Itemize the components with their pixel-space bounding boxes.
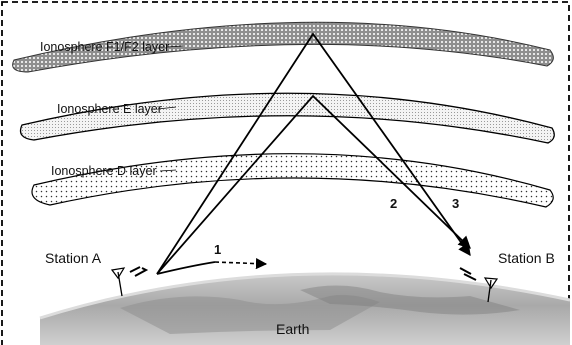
- station-b-label: Station B: [498, 250, 555, 266]
- station-a-signal-icon: [129, 266, 149, 277]
- station-a-label: Station A: [45, 250, 102, 266]
- path-2-label: 2: [390, 196, 397, 211]
- f-layer-leader-line: [166, 45, 184, 48]
- signal-path-2: [156, 94, 471, 275]
- f-layer-label: Ionosphere F1/F2 layer: [40, 40, 169, 54]
- e-layer-label: Ionosphere E layer: [57, 102, 162, 116]
- earth-label: Earth: [276, 321, 309, 337]
- path-3-label: 3: [452, 196, 459, 211]
- path-1-label: 1: [214, 242, 221, 257]
- station-b-signal-icon: [459, 267, 477, 281]
- station-b-antenna-icon: [483, 277, 499, 303]
- ionosphere-e-layer-band: [19, 92, 555, 144]
- ionosphere-f-layer-band: [12, 21, 554, 73]
- d-layer-label: Ionosphere D layer: [51, 164, 157, 178]
- station-a-antenna-icon: [110, 267, 126, 297]
- ionosphere-d-layer-band: [31, 153, 554, 208]
- earth-surface: [39, 272, 571, 345]
- signal-path-3: [156, 32, 471, 275]
- signal-path-1: [156, 258, 268, 275]
- e-layer-leader-line: [157, 106, 177, 110]
- d-layer-leader-line: [159, 169, 177, 172]
